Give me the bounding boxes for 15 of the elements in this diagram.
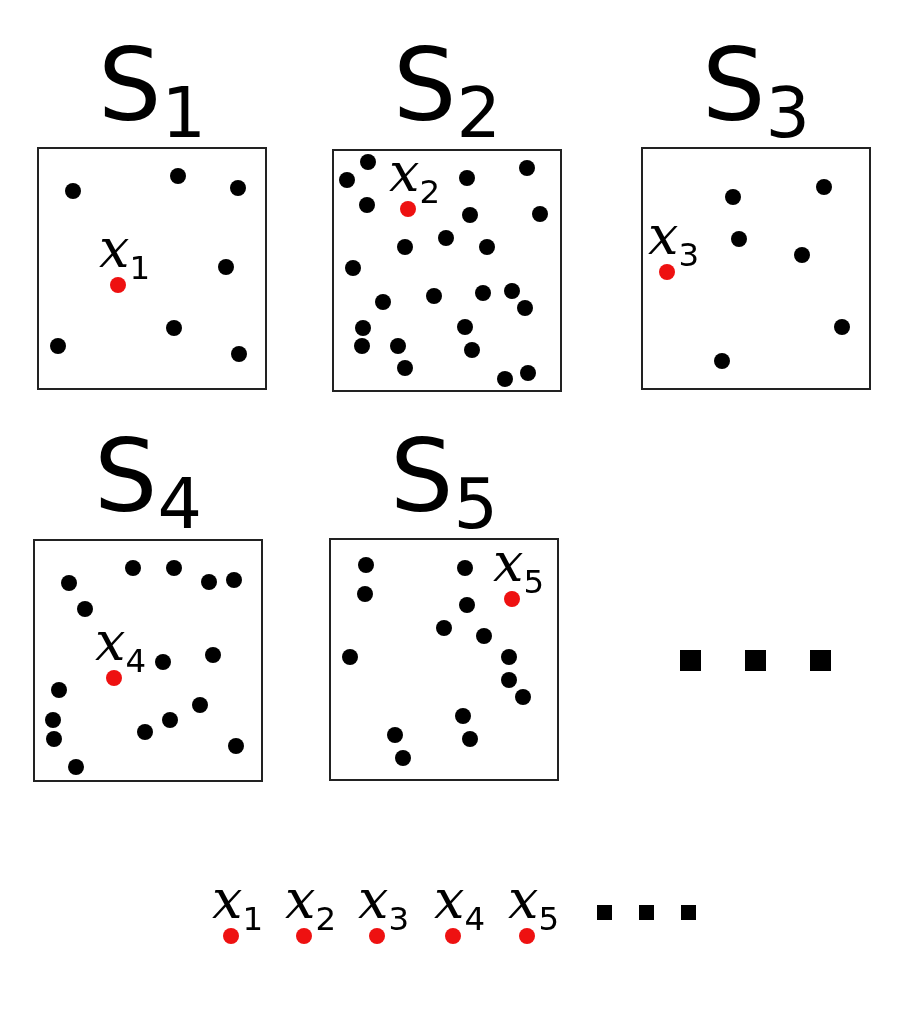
point-label: x$_{2}$ <box>285 873 337 928</box>
set-heading: S$_{1}$ <box>97 36 207 136</box>
point-label: x$_{1}$ <box>212 873 264 928</box>
point-label: x$_{5}$ <box>508 873 560 928</box>
point-label: x$_{3}$ <box>648 209 700 264</box>
point-label: x$_{4}$ <box>95 615 147 670</box>
set-heading: S$_{2}$ <box>392 36 502 136</box>
point-label: x$_{4}$ <box>434 873 486 928</box>
set-heading: S$_{4}$ <box>93 427 203 527</box>
point-label: x$_{3}$ <box>358 873 410 928</box>
point-label: x$_{2}$ <box>389 146 441 201</box>
point-label: x$_{1}$ <box>99 222 151 277</box>
point-label: x$_{5}$ <box>493 536 545 591</box>
set-heading: S$_{5}$ <box>389 427 499 527</box>
set-heading: S$_{3}$ <box>701 36 811 136</box>
